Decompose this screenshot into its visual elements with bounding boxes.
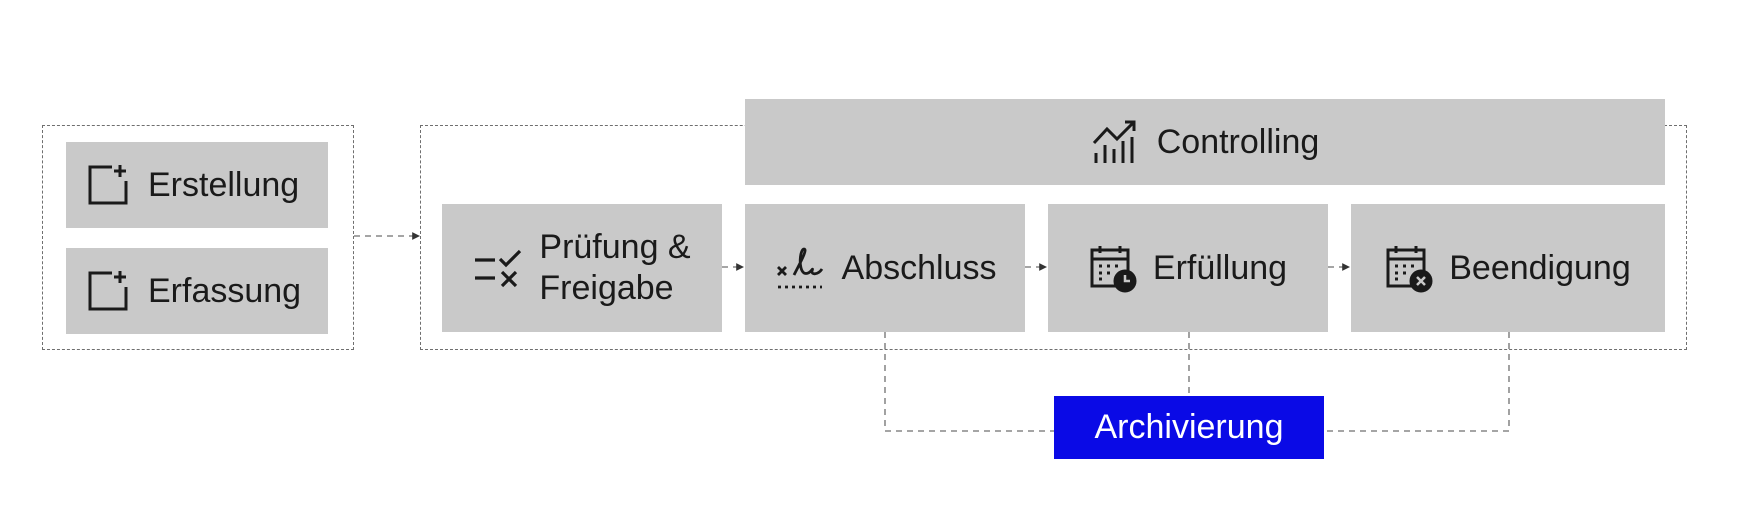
line-beendigung-to-archivierung — [1324, 332, 1510, 432]
archivierung-label: Archivierung — [1094, 408, 1284, 446]
line-abschluss-to-archivierung — [884, 332, 1054, 432]
erfassung-box: Erfassung — [66, 248, 328, 334]
erfassung-label: Erfassung — [148, 271, 302, 310]
beendigung-box: Beendigung — [1351, 204, 1665, 332]
erstellung-box: Erstellung — [66, 142, 328, 228]
intake-group-frame — [42, 125, 354, 350]
signature-icon — [774, 245, 826, 291]
pruefung-label-line2: Freigabe — [539, 269, 674, 307]
controlling-box: Controlling — [745, 99, 1665, 185]
beendigung-label: Beendigung — [1449, 248, 1631, 287]
archivierung-box: Archivierung — [1054, 396, 1324, 459]
pruefung-freigabe-box: Prüfung & Freigabe — [442, 204, 722, 332]
abschluss-box: Abschluss — [745, 204, 1025, 332]
calendar-cancel-icon — [1385, 243, 1433, 293]
abschluss-label: Abschluss — [841, 248, 997, 287]
calendar-clock-icon — [1089, 243, 1137, 293]
add-document-icon — [84, 161, 132, 209]
pruefung-label-line1: Prüfung & — [539, 228, 691, 267]
erstellung-label: Erstellung — [148, 165, 300, 204]
erfuellung-label: Erfüllung — [1152, 248, 1288, 287]
chart-trend-icon — [1091, 119, 1141, 165]
add-document-icon — [84, 267, 132, 315]
pruefung-freigabe-text: Prüfung & Freigabe — [539, 227, 690, 309]
erfuellung-box: Erfüllung — [1048, 204, 1328, 332]
controlling-label: Controlling — [1156, 122, 1320, 161]
review-checklist-icon — [473, 248, 523, 288]
